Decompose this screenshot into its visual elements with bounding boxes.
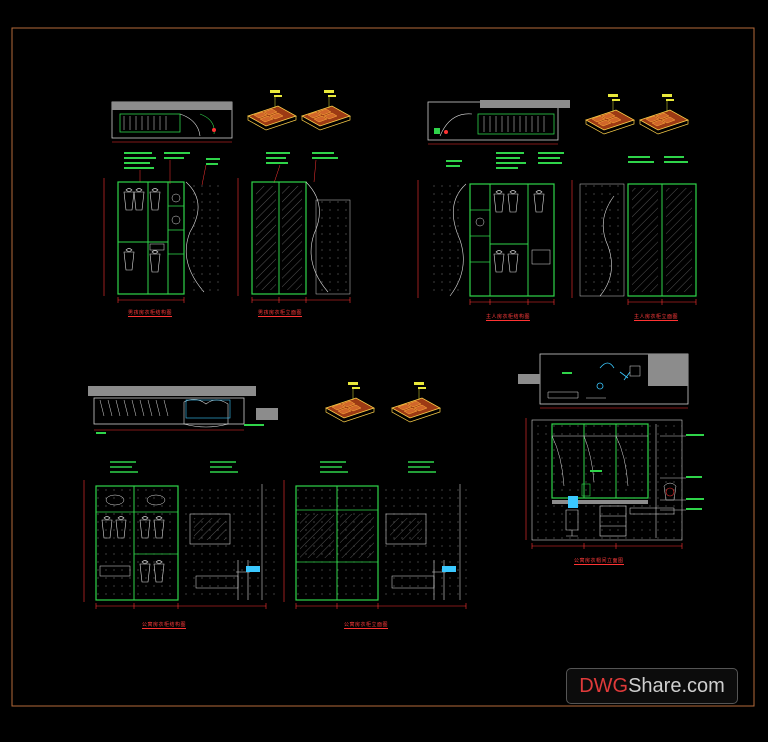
walkin-elevation [525, 418, 704, 547]
apartment-notes-2 [209, 461, 239, 473]
apartment-room-panel [83, 381, 468, 607]
master-room-panel [417, 93, 697, 303]
boy-front-elevation [237, 178, 351, 301]
boy-callouts [124, 152, 338, 169]
panel-title-master-front: 主人房衣柜立面图 [634, 314, 679, 321]
master-plan-view [427, 100, 570, 145]
apartment-notes-3 [319, 461, 349, 473]
panel-title-boy-structure: 男孩房衣柜结构图 [128, 310, 173, 317]
apartment-notes-1 [109, 461, 139, 473]
boy-plan-view [111, 101, 233, 143]
walkin-closet-panel [518, 353, 704, 547]
watermark-part-dwg: DWG [579, 674, 629, 697]
apartment-front-elevation [283, 480, 468, 607]
panel-title-apartment-front: 公寓房衣柜立面图 [344, 622, 389, 629]
master-structure-elevation [417, 180, 555, 303]
apartment-bed-iso-1 [325, 381, 375, 423]
master-bed-iso-1 [585, 93, 635, 135]
panel-title-master-structure: 主人房衣柜结构图 [486, 314, 531, 321]
panel-title-boy-front: 男孩房衣柜立面图 [258, 310, 303, 317]
master-bed-iso-2 [639, 93, 689, 135]
master-front-elevation [571, 180, 697, 303]
boy-room-panel [103, 89, 351, 303]
panel-title-walkin-closet: 公寓房衣帽间立面图 [574, 558, 624, 565]
watermark-part-share: Share.com [628, 674, 725, 697]
boy-structure-elevation [103, 178, 220, 303]
apartment-bed-iso-2 [391, 381, 441, 423]
boy-bed-iso-2 [301, 89, 351, 131]
walkin-plan-view [518, 353, 689, 409]
apartment-structure-elevation [83, 480, 276, 607]
drawing-border [11, 27, 755, 707]
panel-title-apartment-structure: 公寓房衣柜结构图 [142, 622, 187, 629]
dimension-ticks [95, 297, 697, 609]
apartment-plan-view [88, 386, 278, 434]
master-callouts [446, 152, 688, 169]
apartment-notes-4 [407, 461, 437, 473]
boy-bed-iso-1 [247, 89, 297, 131]
